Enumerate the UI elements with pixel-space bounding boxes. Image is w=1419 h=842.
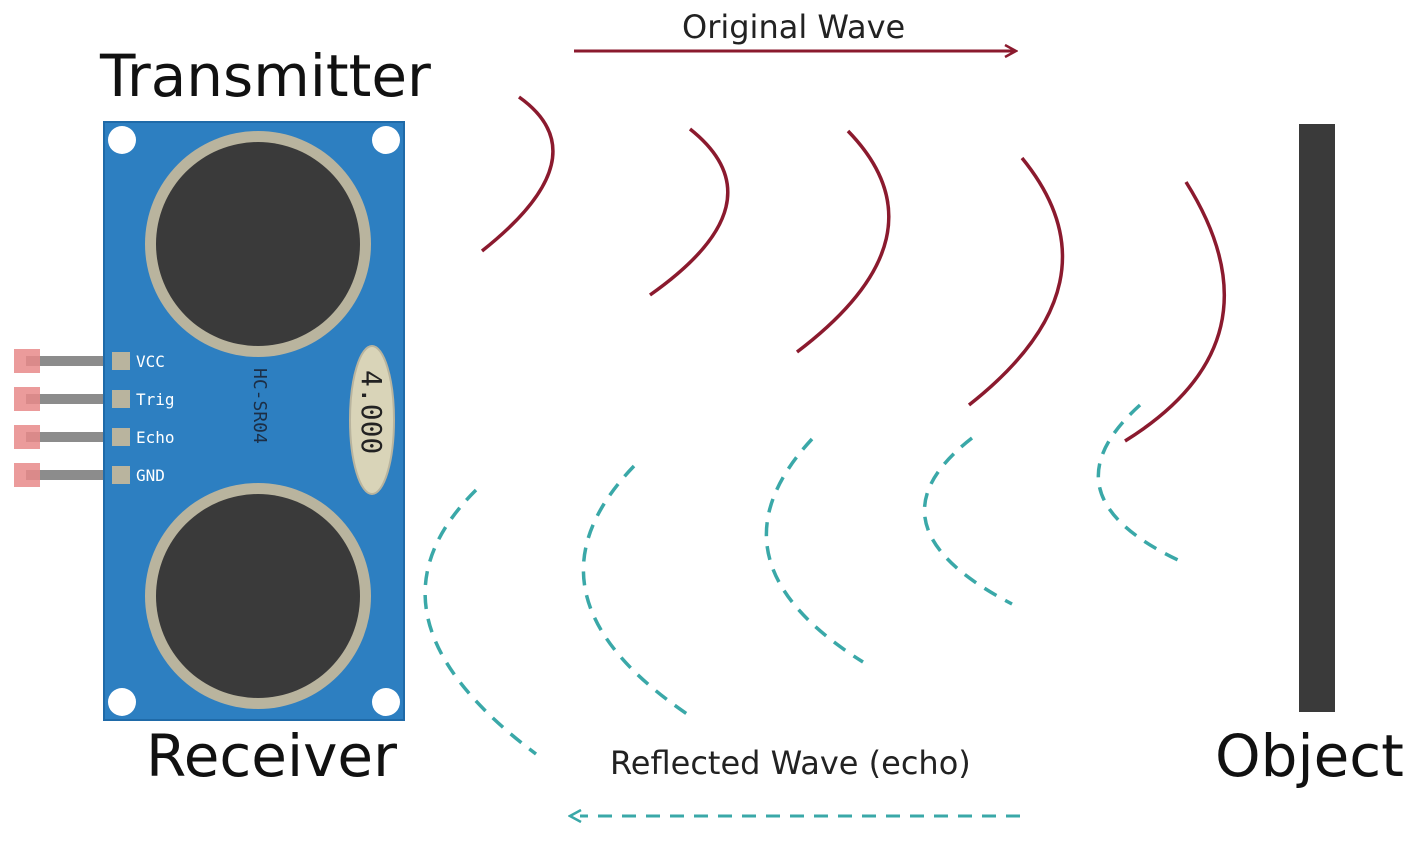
crystal-oscillator: 4.000	[349, 345, 395, 495]
receiver-transducer	[145, 483, 371, 709]
transmitter-transducer	[145, 131, 371, 357]
mounting-hole	[372, 126, 400, 154]
reflected-wave-arc	[922, 436, 1013, 606]
reflected-waves	[423, 403, 1181, 756]
pin-connectors	[14, 349, 112, 487]
pin-connector-echo	[14, 425, 112, 449]
mounting-hole	[108, 688, 136, 716]
reflected-wave-arc	[423, 488, 538, 756]
mounting-hole	[108, 126, 136, 154]
pin-label-trig: Trig	[136, 390, 175, 409]
original-wave-arc	[967, 156, 1065, 407]
model-label: HC-SR04	[249, 368, 270, 444]
pin-connector-vcc	[14, 349, 112, 373]
pin-connector-gnd	[14, 463, 112, 487]
crystal-label: 4.000	[355, 370, 388, 454]
original-wave-arc	[480, 95, 555, 253]
original-wave-arc	[648, 127, 730, 297]
pin-label-gnd: GND	[136, 466, 165, 485]
object-bar	[1299, 124, 1335, 712]
reflected-wave-label: Reflected Wave (echo)	[610, 744, 971, 782]
mounting-hole	[372, 688, 400, 716]
sensor-board: VCC Trig Echo GND HC-SR04 4.000	[103, 121, 405, 721]
reflected-wave-arc	[1096, 403, 1181, 563]
original-wave-arc	[1124, 181, 1227, 443]
original-wave-arc	[795, 129, 891, 354]
pin-label-vcc: VCC	[136, 352, 165, 371]
reflected-wave-arc	[581, 464, 691, 718]
original-wave-label: Original Wave	[682, 8, 905, 46]
transmitter-label: Transmitter	[99, 42, 431, 110]
object-label: Object	[1215, 722, 1404, 790]
receiver-label: Receiver	[146, 722, 397, 790]
pin-connector-trig	[14, 387, 112, 411]
pin-pads	[112, 352, 130, 484]
original-waves	[480, 95, 1227, 443]
pin-label-echo: Echo	[136, 428, 175, 447]
reflected-wave-arc	[764, 437, 864, 664]
